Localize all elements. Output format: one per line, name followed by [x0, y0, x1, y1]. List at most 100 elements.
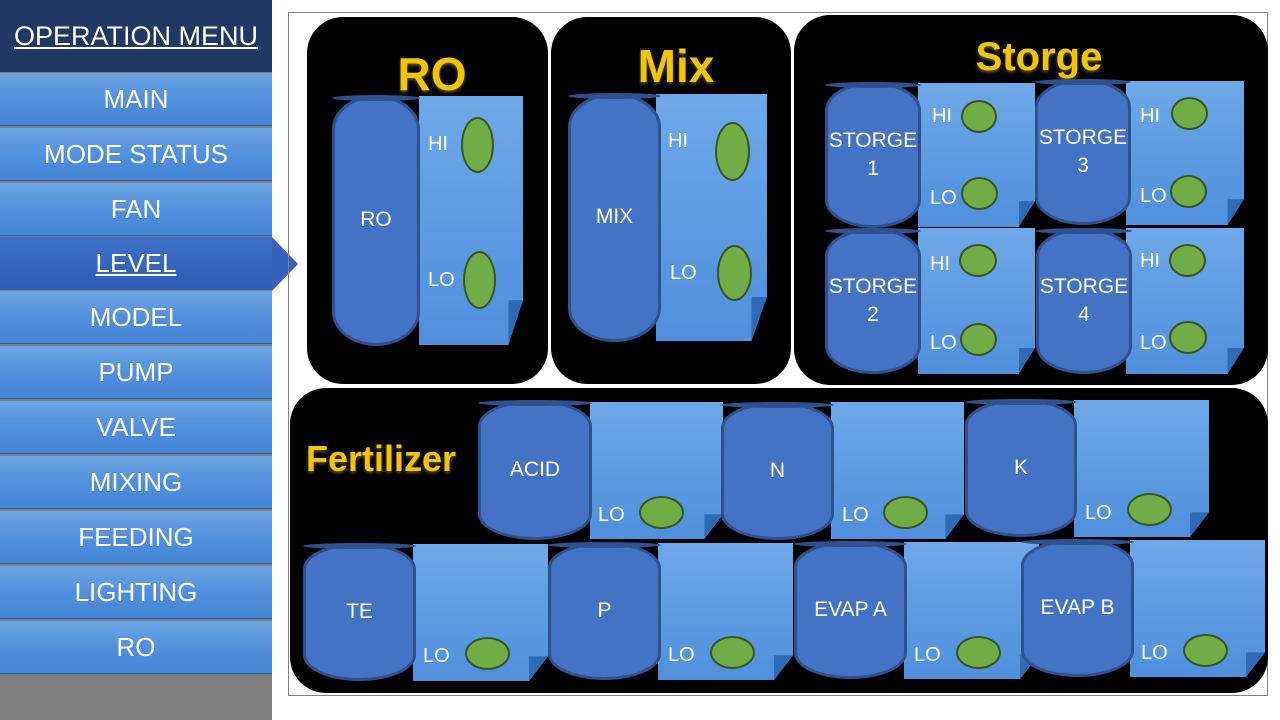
ro-hi-indicator-icon [461, 117, 494, 173]
n-lo-label: LO [842, 504, 869, 526]
evap-b-tank: EVAP B [1021, 539, 1134, 677]
menu-item-label: MODEL [89, 301, 183, 332]
menu-item-label: FAN [110, 193, 162, 224]
storage-panel: Storge STORGE 1 HI LO STORGE 3 HI LO STORG… [794, 15, 1268, 385]
mix-lo-indicator-icon [717, 245, 752, 301]
evap-b-tank-label: EVAP B [1040, 595, 1115, 619]
menu-item-pump[interactable]: PUMP [0, 346, 272, 399]
storage-3-lo-indicator-icon [1170, 175, 1207, 208]
storage-3-tank: STORGE 3 [1035, 79, 1131, 225]
mix-panel: Mix MIX HI LO [551, 17, 791, 384]
storage-3-hi-indicator-icon [1171, 97, 1208, 130]
menu-item-lighting[interactable]: LIGHTING [0, 566, 272, 619]
fertilizer-panel: Fertilizer ACID LO N LO K LO TE LO P LO … [290, 388, 1268, 693]
ro-lo-indicator-icon [463, 251, 496, 309]
menu-item-label: MAIN [103, 83, 169, 114]
p-tank-label: P [597, 598, 612, 622]
mix-lo-label: LO [670, 262, 697, 284]
te-tank-label: TE [346, 599, 373, 623]
evap-a-lo-indicator-icon [956, 636, 1001, 669]
storage-2-label: STORGE [828, 274, 918, 298]
storage-4-tank: STORGE 4 [1036, 228, 1132, 374]
menu-item-feeding[interactable]: FEEDING [0, 511, 272, 564]
p-tank: P [548, 542, 661, 680]
acid-lo-indicator-icon [639, 496, 684, 529]
mix-hi-label: HI [668, 130, 688, 152]
storage-3-label: STORGE [1038, 125, 1128, 149]
fertilizer-panel-title: Fertilizer [306, 438, 457, 479]
te-lo-indicator-icon [465, 637, 510, 670]
storage-4-hi-label: HI [1140, 250, 1160, 272]
menu-item-main[interactable]: MAIN [0, 73, 272, 126]
menu-item-level[interactable]: LEVEL [0, 237, 272, 290]
n-tank-label: N [769, 458, 786, 482]
ro-tank-label: RO [360, 208, 392, 232]
evap-a-tank: EVAP A [794, 541, 907, 679]
mix-panel-title: Mix [637, 40, 715, 92]
k-lo-indicator-icon [1127, 493, 1172, 526]
acid-lo-label: LO [598, 504, 625, 526]
menu-item-mode-status[interactable]: MODE STATUS [0, 128, 272, 181]
menu-item-label: PUMP [98, 356, 174, 387]
mix-hi-indicator-icon [715, 122, 750, 181]
storage-1-number: 1 [867, 157, 879, 180]
p-lo-label: LO [668, 644, 695, 666]
operation-menu-header: OPERATION MENU [0, 0, 272, 72]
storage-2-tank: STORGE 2 [825, 228, 921, 374]
storage-2-hi-indicator-icon [959, 244, 997, 277]
mix-tank: MIX [568, 93, 661, 342]
menu-item-label: LEVEL [95, 247, 177, 278]
ro-panel-title: RO [397, 48, 467, 100]
storage-1-hi-label: HI [932, 105, 952, 127]
acid-tank-label: ACID [509, 457, 561, 481]
storage-4-lo-label: LO [1140, 332, 1167, 354]
storage-2-number: 2 [867, 303, 879, 326]
evap-a-lo-label: LO [914, 644, 941, 666]
ro-hi-label: HI [428, 133, 448, 155]
mix-indicator-card [656, 94, 767, 341]
storage-2-lo-indicator-icon [960, 323, 997, 356]
storage-panel-title: Storge [975, 35, 1103, 79]
storage-1-tank: STORGE 1 [825, 82, 921, 228]
k-tank: K [965, 399, 1077, 537]
n-tank: N [721, 402, 834, 540]
menu-item-label: RO [116, 631, 156, 662]
operation-menu-title: OPERATION MENU [13, 20, 258, 51]
storage-4-label: STORGE [1039, 274, 1129, 298]
storage-1-lo-label: LO [930, 187, 957, 209]
storage-3-hi-label: HI [1140, 105, 1160, 127]
te-tank: TE [303, 543, 416, 681]
menu-item-ro[interactable]: RO [0, 621, 272, 674]
operation-sidebar: OPERATION MENU MAIN MODE STATUS FAN LEVE… [0, 0, 272, 720]
menu-item-valve[interactable]: VALVE [0, 401, 272, 454]
p-lo-indicator-icon [710, 636, 755, 669]
acid-tank: ACID [478, 400, 592, 540]
storage-4-lo-indicator-icon [1169, 321, 1207, 354]
k-lo-label: LO [1085, 502, 1112, 524]
k-tank-label: K [1013, 455, 1028, 479]
menu-item-label: VALVE [96, 411, 176, 442]
ro-lo-label: LO [428, 269, 455, 291]
mix-tank-label: MIX [595, 205, 634, 229]
active-menu-pointer-icon [272, 237, 298, 291]
te-lo-label: LO [423, 645, 450, 667]
storage-2-lo-label: LO [930, 332, 957, 354]
evap-b-lo-label: LO [1141, 642, 1168, 664]
menu-item-label: LIGHTING [74, 576, 198, 607]
menu-item-label: MODE STATUS [44, 138, 228, 169]
storage-2-hi-label: HI [930, 253, 950, 275]
storage-4-hi-indicator-icon [1169, 244, 1206, 277]
storage-3-number: 3 [1077, 154, 1089, 177]
ro-panel: RO RO HI LO [307, 17, 548, 384]
storage-1-hi-indicator-icon [961, 100, 997, 133]
ro-tank: RO [332, 95, 420, 346]
n-lo-indicator-icon [883, 496, 928, 529]
storage-1-label: STORGE [828, 128, 918, 152]
menu-item-label: MIXING [89, 466, 183, 497]
menu-item-fan[interactable]: FAN [0, 183, 272, 236]
storage-4-number: 4 [1078, 303, 1090, 326]
storage-3-lo-label: LO [1140, 185, 1167, 207]
menu-item-model[interactable]: MODEL [0, 291, 272, 344]
storage-1-lo-indicator-icon [961, 177, 998, 210]
menu-item-mixing[interactable]: MIXING [0, 456, 272, 509]
